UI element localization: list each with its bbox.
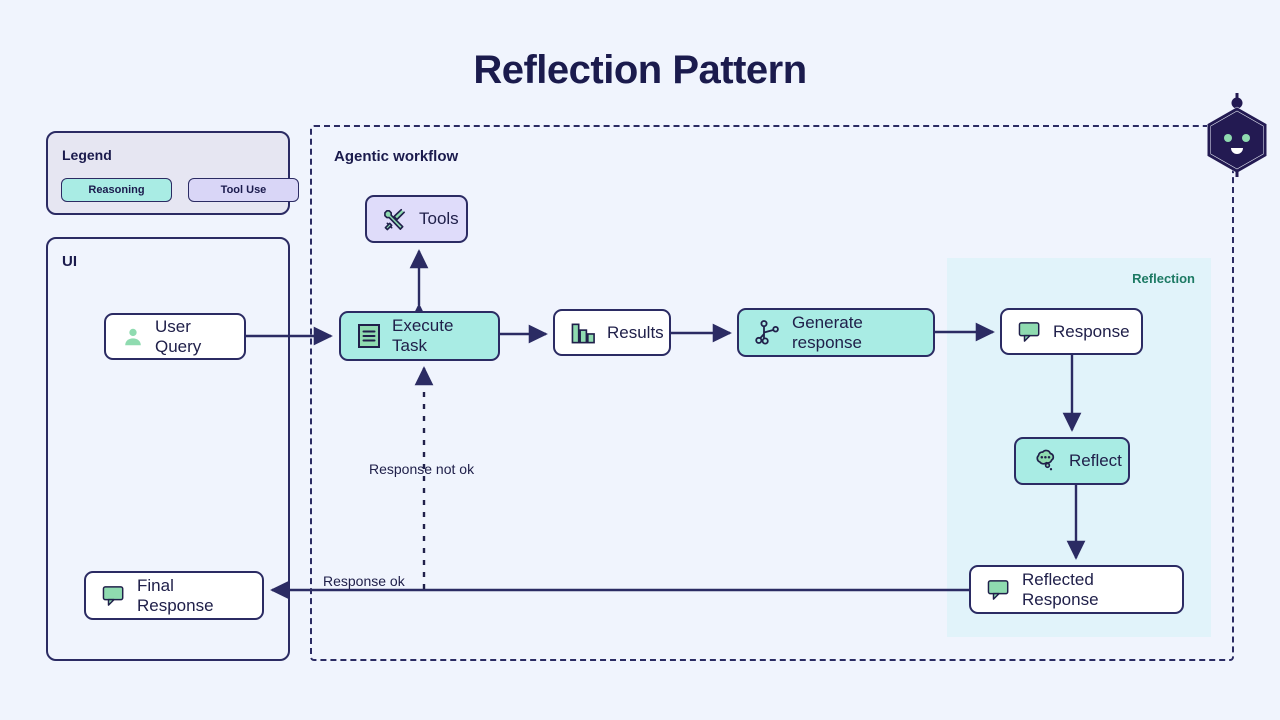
node-user-query[interactable]: User Query [104,313,246,360]
edge-label-response-not-ok: Response not ok [369,461,475,477]
agentic-workflow-panel: Agentic workflow [310,125,1234,661]
node-reflected-response[interactable]: Reflected Response [969,565,1184,614]
thought-bubble-icon [1032,448,1058,474]
legend-panel: Legend Reasoning Tool Use [46,131,299,215]
agentic-workflow-title: Agentic workflow [334,148,459,165]
page-title: Reflection Pattern [473,48,807,92]
legend-chip-reasoning-label: Reasoning [88,184,145,196]
node-tools-label: Tools [419,209,459,228]
person-icon [122,326,144,348]
node-user-query-label: User Query [155,316,202,356]
node-generate-response[interactable]: Generate response [737,308,935,357]
node-execute-task[interactable]: Execute Task [339,311,500,361]
robot-head-icon [1201,93,1273,177]
node-final-response[interactable]: Final Response [84,571,264,620]
node-results[interactable]: Results [553,309,671,356]
ui-panel: UI [46,237,290,661]
node-results-label: Results [607,322,664,342]
bar-chart-icon [571,321,596,345]
speech-bubble-icon [1018,321,1042,343]
node-reflect-label: Reflect [1069,451,1122,470]
reflection-region-label: Reflection [1132,271,1195,286]
node-generate-response-label: Generate response [792,312,863,352]
node-final-response-label: Final Response [137,575,214,615]
legend-chip-tool-use: Tool Use [188,178,299,202]
legend-chip-reasoning: Reasoning [61,178,172,202]
node-reflected-response-label: Reflected Response [1022,569,1099,609]
legend-title: Legend [62,147,112,163]
node-response-label: Response [1053,321,1130,341]
speech-bubble-icon [102,585,126,607]
node-response[interactable]: Response [1000,308,1143,355]
legend-chip-tool-use-label: Tool Use [220,184,267,196]
legend-chip-list: Reasoning Tool Use [61,178,299,202]
edge-label-response-ok: Response ok [323,573,405,589]
speech-bubble-icon [987,579,1011,601]
node-tools[interactable]: Tools [365,195,468,243]
node-reflect[interactable]: Reflect [1014,437,1130,485]
document-list-icon [357,323,381,349]
node-execute-task-label: Execute Task [392,316,454,355]
network-graph-icon [755,319,781,346]
ui-panel-title: UI [62,253,77,270]
tools-icon [383,207,408,232]
